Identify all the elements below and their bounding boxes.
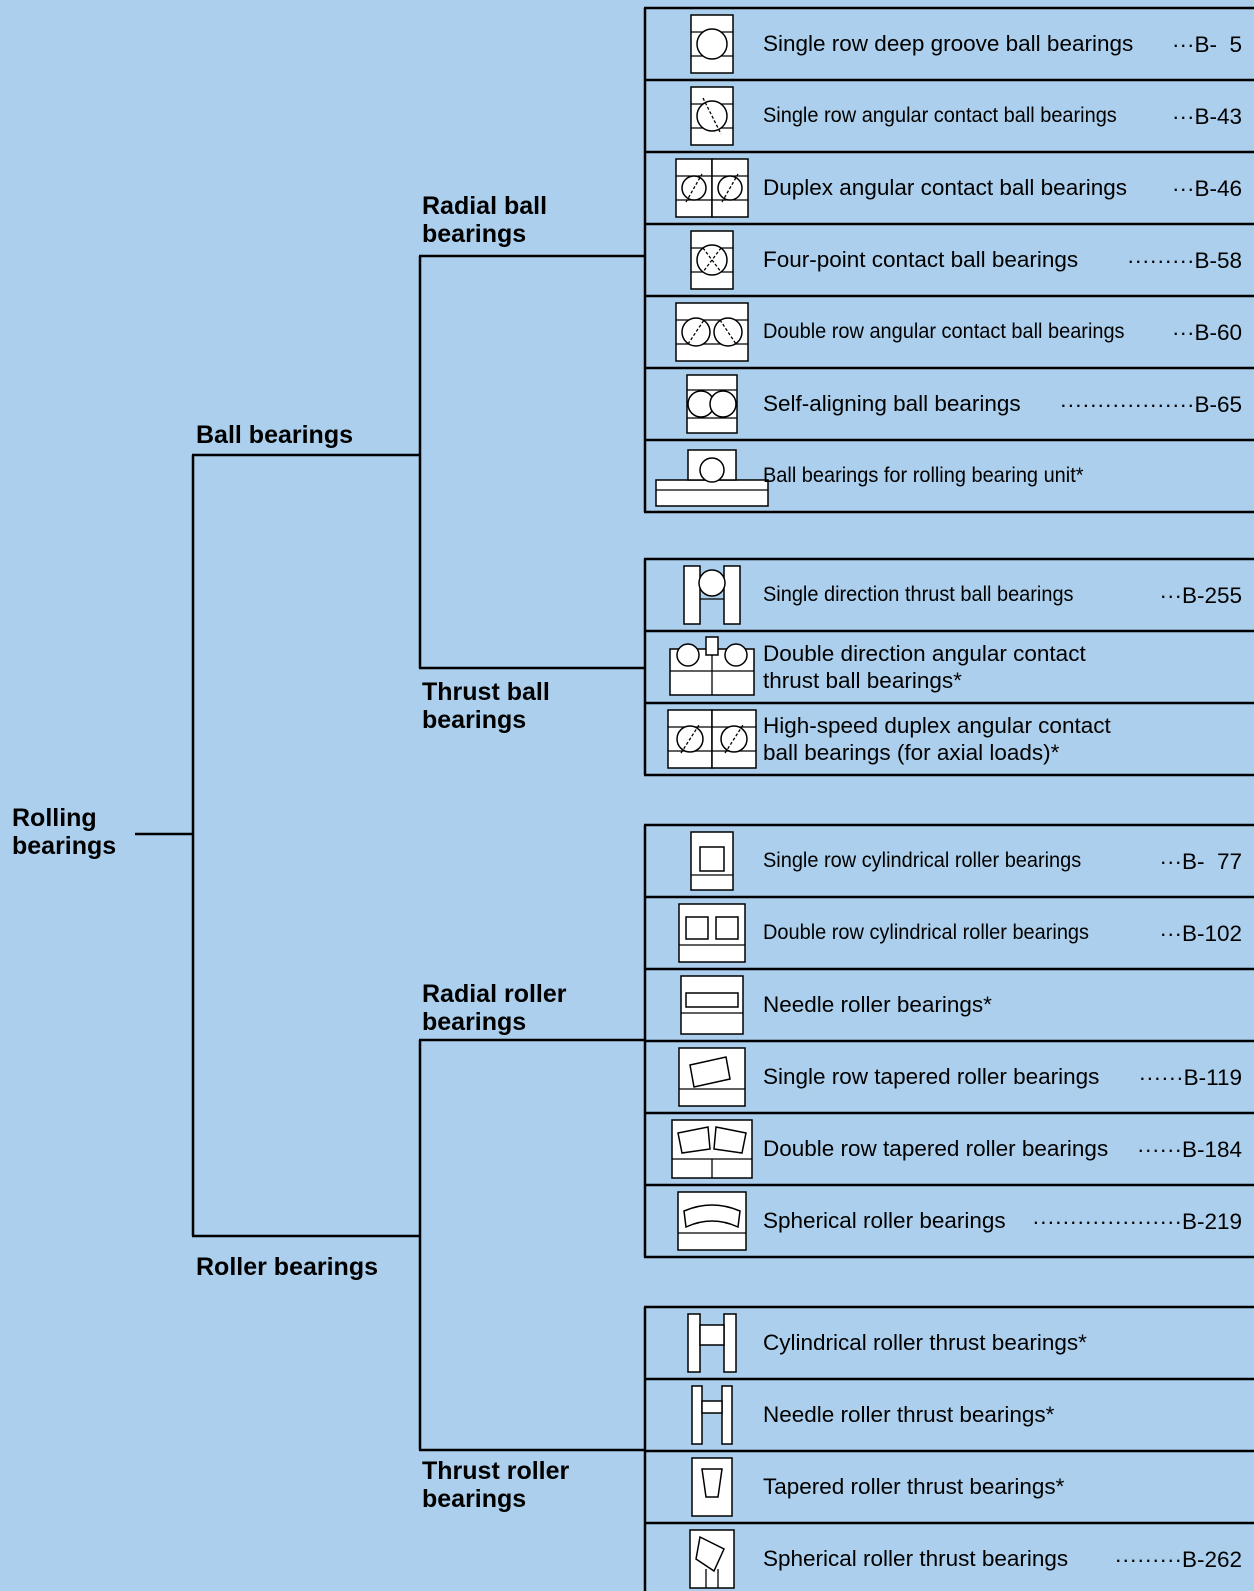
- four-point-icon: [690, 230, 734, 290]
- bearing-type-label: Double row cylindrical roller bearings: [763, 921, 1089, 944]
- bearing-type-label: Single row deep groove ball bearings: [763, 31, 1134, 56]
- spherical-roller-icon: [677, 1191, 747, 1251]
- group-label: Thrust roller bearings: [422, 1457, 570, 1513]
- deep-groove-icon: [690, 14, 734, 74]
- group-label: Thrust ball bearings: [422, 678, 550, 734]
- page-reference: ···B-43: [1171, 104, 1242, 129]
- high-speed-duplex-icon: [667, 709, 757, 769]
- double-row-angular-icon: [675, 302, 749, 362]
- group-label: Radial ball bearings: [422, 192, 548, 248]
- cylindrical-roller-icon: [690, 831, 734, 891]
- category-label: Roller bearings: [196, 1253, 378, 1281]
- bearing-type-label: Needle roller bearings*: [763, 992, 992, 1017]
- cylindrical-thrust-icon: [687, 1313, 737, 1373]
- needle-roller-icon: [680, 975, 744, 1035]
- bearing-type-label: Double direction angular contact thrust …: [763, 641, 1086, 693]
- group-label: Radial roller bearings: [422, 980, 567, 1036]
- page-reference: ·········B-58: [1127, 248, 1242, 273]
- needle-thrust-icon: [691, 1385, 733, 1445]
- page-reference: ···B-255: [1159, 583, 1242, 608]
- bearing-type-label: Single direction thrust ball bearings: [763, 583, 1074, 606]
- bearing-type-label: Double row angular contact ball bearings: [763, 320, 1125, 343]
- bearing-type-label: Single row angular contact ball bearings: [763, 104, 1117, 127]
- tapered-thrust-icon: [691, 1457, 733, 1517]
- page-reference: ···B-102: [1159, 921, 1242, 946]
- bearing-type-label: Single row cylindrical roller bearings: [763, 849, 1082, 872]
- bearing-type-label: Ball bearings for rolling bearing unit*: [763, 464, 1084, 487]
- page-reference: ·········B-262: [1114, 1547, 1242, 1572]
- double-direction-thrust-icon: [669, 636, 755, 696]
- page-reference: ···B-46: [1171, 176, 1242, 201]
- spherical-thrust-icon: [689, 1529, 735, 1589]
- double-tapered-icon: [671, 1119, 753, 1179]
- bearing-type-label: Single row tapered roller bearings: [763, 1064, 1100, 1089]
- bearing-type-label: Four-point contact ball bearings: [763, 247, 1079, 272]
- root-node-label: Rolling bearings: [12, 804, 117, 860]
- bearing-type-label: Cylindrical roller thrust bearings*: [763, 1330, 1087, 1355]
- page-reference: ··················B-65: [1059, 392, 1242, 417]
- page-reference: ···B-60: [1171, 320, 1242, 345]
- double-cylindrical-icon: [678, 903, 746, 963]
- bearing-type-label: Self-aligning ball bearings: [763, 391, 1021, 416]
- category-label: Ball bearings: [196, 421, 353, 449]
- page-reference: ···B- 5: [1172, 32, 1242, 57]
- page-reference: ····················B-219: [1032, 1209, 1242, 1234]
- self-aligning-icon: [686, 374, 738, 434]
- bearing-unit-icon: [655, 449, 769, 507]
- angular-contact-icon: [690, 86, 734, 146]
- bearing-type-label: Spherical roller bearings: [763, 1208, 1006, 1233]
- page-reference: ······B-119: [1138, 1065, 1242, 1090]
- bearing-type-label: Spherical roller thrust bearings: [763, 1546, 1069, 1571]
- bearing-type-label: Double row tapered roller bearings: [763, 1136, 1109, 1161]
- tapered-roller-icon: [678, 1047, 746, 1107]
- duplex-angular-icon: [675, 158, 749, 218]
- thrust-ball-icon: [683, 565, 741, 625]
- bearing-type-label: Tapered roller thrust bearings*: [763, 1474, 1065, 1499]
- bearing-type-label: High-speed duplex angular contact ball b…: [763, 713, 1111, 765]
- bearing-type-label: Duplex angular contact ball bearings: [763, 175, 1127, 200]
- bearing-type-label: Needle roller thrust bearings*: [763, 1402, 1055, 1427]
- page-reference: ···B- 77: [1159, 849, 1242, 874]
- page-reference: ······B-184: [1137, 1137, 1242, 1162]
